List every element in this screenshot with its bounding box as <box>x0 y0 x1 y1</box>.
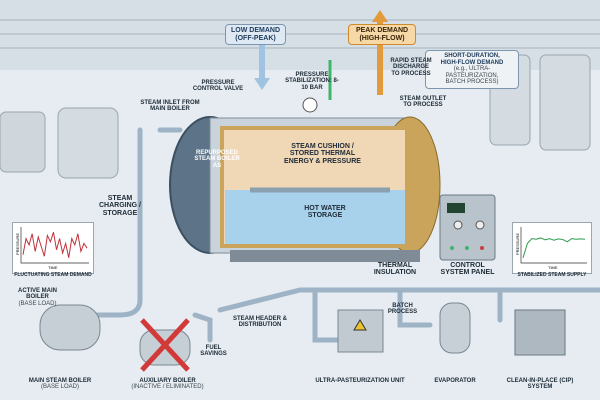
vessel-base <box>230 250 420 262</box>
fuel-savings-label: FUEL SAVINGS <box>200 345 227 358</box>
active-main-boiler-label: ACTIVE MAIN BOILER (BASE LOAD) <box>15 288 60 307</box>
fluctuating-chart-svg <box>20 227 89 264</box>
stabilized-xlabel: TIME <box>548 265 558 270</box>
pressure-stabilization-label: PRESSURE STABILIZATION: 8-10 BAR <box>285 72 339 91</box>
evaporator-label: EVAPORATOR <box>434 378 476 384</box>
chart-series-line <box>22 232 88 258</box>
auxiliary-boiler-label: AUXILIARY BOILER (INACTIVE / ELIMINATED) <box>125 378 210 391</box>
main-steam-boiler-label: MAIN STEAM BOILER (BASE LOAD) <box>15 378 105 391</box>
background-tank-left <box>0 111 46 173</box>
warning-icon <box>353 319 367 331</box>
aux-boiler-shape <box>139 318 191 372</box>
short-duration-line1: SHORT-DURATION, <box>444 53 500 59</box>
steam-outlet-label: STEAM OUTLET TO PROCESS <box>399 96 447 109</box>
cip-label: CLEAN-IN-PLACE (CIP) SYSTEM <box>506 378 574 391</box>
low-demand-line2: (OFF-PEAK) <box>235 34 276 42</box>
uht-unit-label: ULTRA-PASTEURIZATION UNIT <box>315 378 405 384</box>
hot-water-label: HOT WATER STORAGE <box>304 205 346 220</box>
evaporator-shape <box>439 302 471 354</box>
steam-inlet-label: STEAM INLET FROM MAIN BOILER <box>140 100 200 113</box>
rapid-discharge-label: RAPID STEAM DISCHARGE TO PROCESS <box>390 58 432 77</box>
chart-series-line <box>522 237 586 258</box>
steam-pipes <box>67 127 600 343</box>
steam-header-label: STEAM HEADER & DISTRIBUTION <box>232 316 287 329</box>
control-panel-label: CONTROL SYSTEM PANEL <box>440 262 495 277</box>
repurposed-boiler-label: REPURPOSED STEAM BOILER AS <box>194 150 240 169</box>
chart-axes <box>520 227 587 264</box>
pressure-gauge-icon <box>302 97 318 113</box>
stabilized-ylabel: PRESSURE <box>515 233 520 256</box>
steam-charging-label: STEAM CHARGING / STORAGE <box>99 195 141 217</box>
panel-display <box>447 203 465 213</box>
uht-unit-shape <box>337 309 384 353</box>
auxiliary-boiler-sub: (INACTIVE / ELIMINATED) <box>131 384 204 391</box>
fluctuating-ylabel: PRESSURE <box>15 233 20 256</box>
chart-axes <box>20 227 89 264</box>
low-demand-line1: LOW DEMAND <box>231 27 280 34</box>
stabilized-supply-chart: PRESSURE TIME <box>512 222 592 274</box>
active-main-boiler-title: ACTIVE MAIN BOILER <box>18 288 57 301</box>
hot-water-region <box>225 190 405 244</box>
batch-process-label: BATCH PROCESS <box>387 303 418 316</box>
main-steam-boiler-title: MAIN STEAM BOILER <box>28 378 92 384</box>
fluctuating-demand-chart: PRESSURE TIME <box>12 222 94 274</box>
short-duration-callout: SHORT-DURATION, HIGH-FLOW DEMAND (e.g., … <box>425 50 519 89</box>
fluctuating-xlabel: TIME <box>48 265 58 270</box>
main-boiler-shape <box>39 304 101 351</box>
stabilized-chart-title: STABILIZED STEAM SUPPLY <box>517 272 587 278</box>
low-demand-callout: LOW DEMAND (OFF-PEAK) <box>225 24 286 46</box>
main-steam-boiler-sub: (BASE LOAD) <box>40 384 79 391</box>
peak-demand-line2: (HIGH-FLOW) <box>359 34 405 42</box>
active-main-boiler-sub: (BASE LOAD) <box>18 300 57 307</box>
steam-cushion-label: STEAM CUSHION / STORED THERMAL ENERGY & … <box>284 143 361 165</box>
short-duration-line3: (e.g., ULTRA-PASTEURIZATION, <box>445 66 499 79</box>
fluctuating-chart-title: FLUCTUATING STEAM DEMAND <box>14 272 92 278</box>
auxiliary-boiler-title: AUXILIARY BOILER <box>139 378 196 384</box>
peak-demand-callout: PEAK DEMAND (HIGH-FLOW) <box>348 24 416 46</box>
stabilized-chart-svg <box>520 227 587 264</box>
short-duration-line2: HIGH-FLOW DEMAND <box>440 59 504 66</box>
background-tank-mid <box>57 107 119 179</box>
storage-vessel <box>169 116 441 262</box>
thermal-insulation-label: THERMAL INSULATION <box>373 262 417 277</box>
short-duration-line4: BATCH PROCESS) <box>445 79 499 86</box>
cip-shape <box>514 309 566 356</box>
peak-demand-line1: PEAK DEMAND <box>355 27 409 34</box>
pressure-control-valve-label: PRESSURE CONTROL VALVE <box>192 80 244 93</box>
ceiling-pipes <box>0 19 600 49</box>
